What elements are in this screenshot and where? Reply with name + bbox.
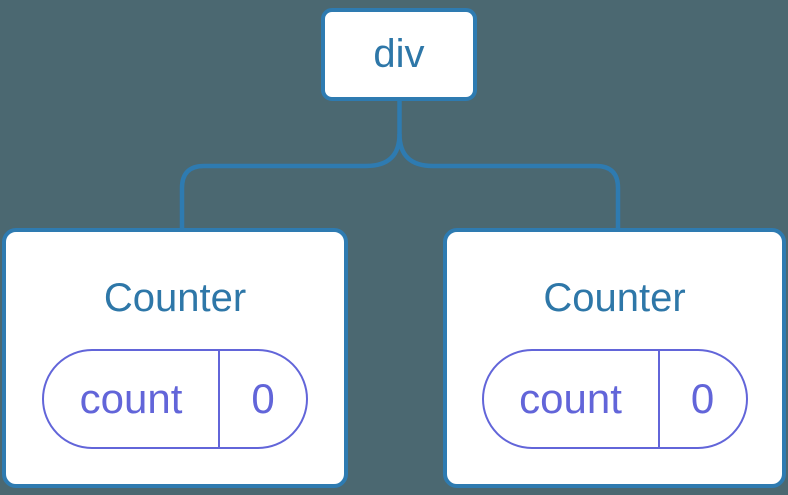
- root-node: div: [321, 8, 477, 101]
- counter-node-right: Counter count 0: [443, 228, 786, 488]
- state-key: count: [484, 351, 660, 447]
- counter-title: Counter: [543, 276, 686, 320]
- counter-title: Counter: [103, 276, 247, 320]
- state-value: 0: [690, 375, 715, 422]
- connector-branch-right: [397, 133, 621, 232]
- root-node-label: div: [373, 32, 425, 76]
- counter-node-left: Counter count 0: [2, 228, 348, 488]
- state-pill: count 0: [481, 349, 748, 449]
- state-value: 0: [251, 375, 275, 422]
- state-pill: count 0: [42, 349, 308, 449]
- state-key: count: [44, 351, 220, 447]
- connector-branch-left: [179, 133, 402, 232]
